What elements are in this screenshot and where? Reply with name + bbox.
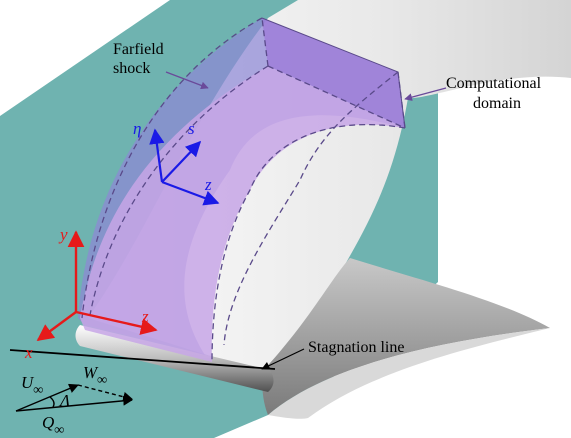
lambda-arc — [49, 396, 55, 408]
q-vector — [15, 395, 133, 412]
u-vector — [15, 383, 79, 412]
computational-domain — [80, 66, 405, 362]
stagnation-label: Stagnation line — [308, 339, 404, 356]
x-axis — [36, 311, 77, 341]
w-vector — [77, 384, 133, 402]
computational-arrow — [404, 87, 447, 101]
wing-trailing-edge — [268, 328, 550, 419]
z-local-axis — [161, 180, 220, 206]
y-label: y — [58, 225, 68, 244]
u-label: U∞ — [21, 373, 43, 398]
computational-label-line2: domain — [473, 95, 521, 112]
domain-outlines — [81, 17, 406, 363]
s-axis — [161, 140, 202, 183]
q-label: Q∞ — [42, 413, 64, 438]
z-local-label: z — [204, 175, 212, 194]
wing-lower-surface — [262, 258, 550, 415]
eta-axis — [149, 128, 165, 183]
leading-edge — [75, 325, 274, 392]
w-label: W∞ — [83, 363, 107, 388]
eta-label: η — [133, 119, 141, 138]
global-axes — [36, 230, 158, 341]
velocity-triangle — [15, 383, 133, 412]
stagnation-arrow — [261, 348, 305, 370]
computational-label-line1: Computational — [446, 75, 542, 92]
lambda-label: Λ — [58, 391, 71, 410]
shock-top-face — [262, 18, 405, 128]
z-global-axis — [75, 310, 158, 335]
z-global-label: z — [141, 307, 149, 326]
farfield-arrow — [165, 71, 209, 90]
local-axes — [149, 128, 220, 206]
farfield-label-line2: shock — [113, 60, 150, 77]
shock-outline — [261, 17, 406, 129]
stagnation-line — [9, 349, 276, 370]
x-label: x — [24, 343, 33, 362]
farfield-label-line1: Farfield — [113, 41, 164, 58]
s-label: s — [188, 119, 195, 138]
